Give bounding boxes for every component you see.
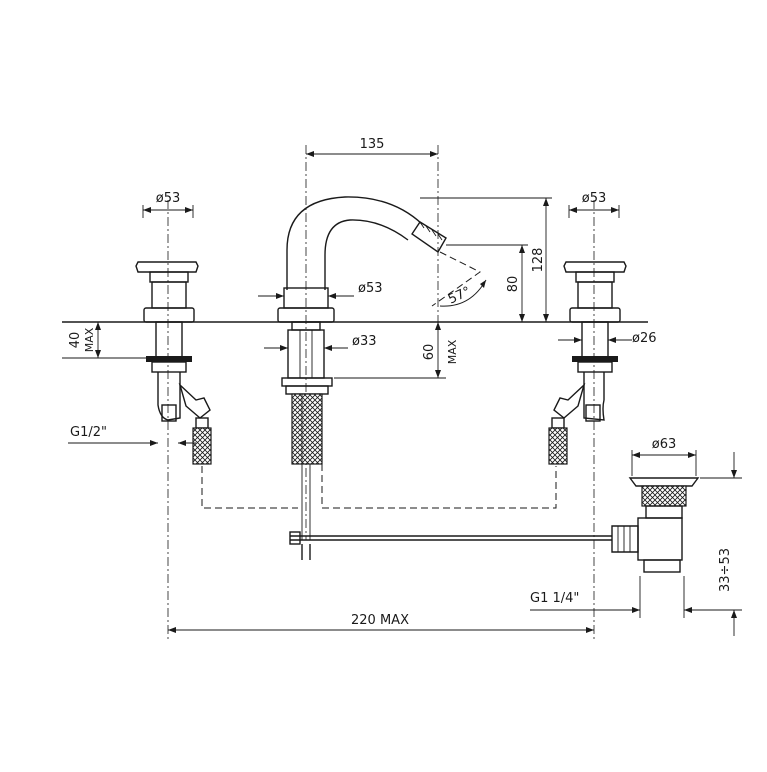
dim-40-max-label: MAX: [83, 327, 96, 352]
right-valve: [548, 200, 627, 640]
dim-d33-label: ø33: [352, 334, 377, 349]
dim-d53-right-label: ø53: [582, 191, 607, 206]
dim-d53-left-label: ø53: [156, 191, 181, 206]
central-spout: [277, 145, 612, 560]
dim-d63-label: ø63: [652, 437, 677, 452]
dim-57-label: 57°: [446, 284, 473, 307]
dim-80-label: 80: [506, 276, 521, 293]
dim-g114-label: G1 1/4": [530, 591, 579, 606]
popup-waste: [611, 477, 700, 573]
dimensions: 135 ø53 ø53 ø53 128 80: [62, 137, 742, 636]
dim-g12-label: G1/2": [70, 425, 107, 440]
left-valve: [135, 200, 298, 640]
dim-d26-label: ø26: [632, 331, 657, 346]
dim-128-label: 128: [531, 248, 546, 273]
dim-220-label: 220 MAX: [351, 613, 409, 628]
dim-60-label: 60: [422, 344, 437, 361]
dim-135-label: 135: [360, 137, 385, 152]
dim-d53-spout-label: ø53: [358, 281, 383, 296]
dim-40-label: 40: [68, 332, 83, 349]
dim-60-max-label: MAX: [446, 339, 459, 364]
dim-33-53-label: 33÷53: [718, 548, 733, 592]
